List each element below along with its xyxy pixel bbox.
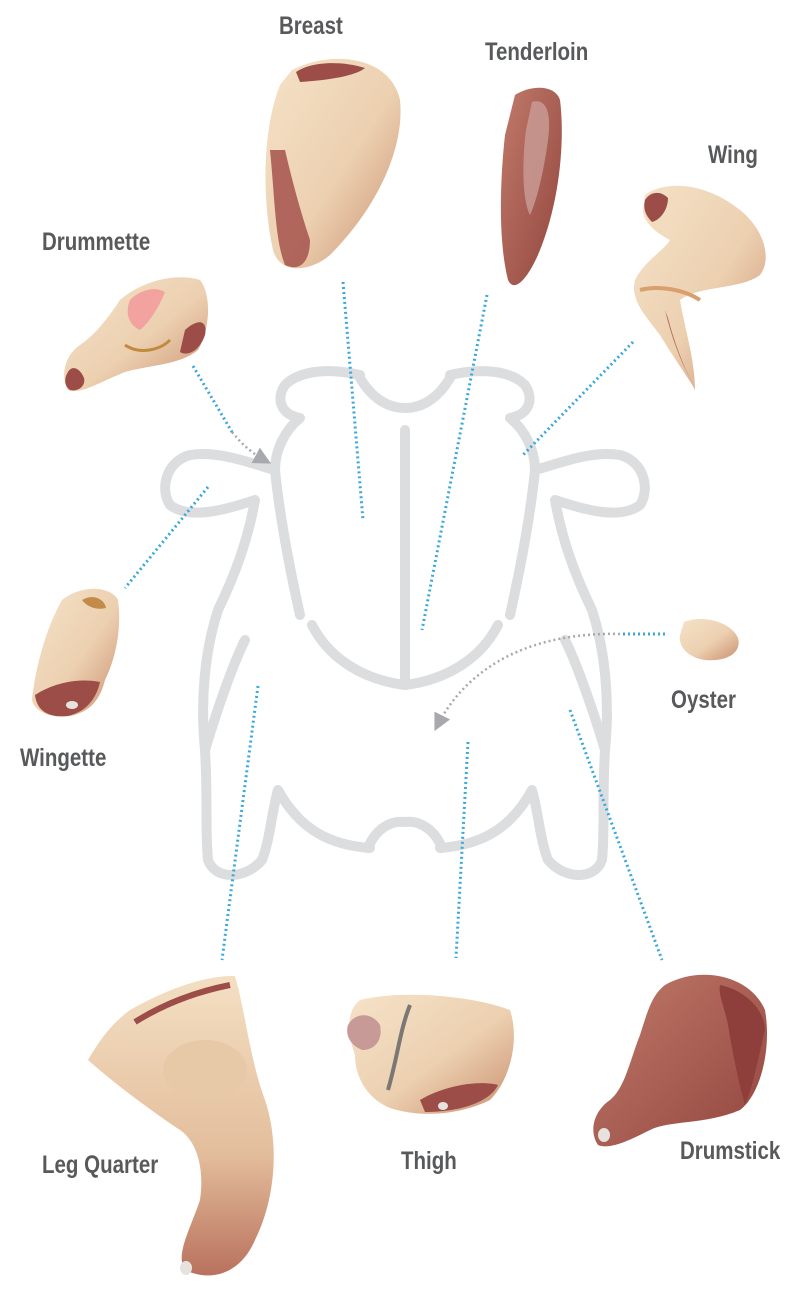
- drumstick-leader: [570, 710, 662, 960]
- drummette-leader: [193, 366, 232, 432]
- leg-quarter-illustration: [88, 976, 274, 1275]
- thigh-label: Thigh: [401, 1146, 457, 1176]
- tenderloin-leader: [422, 295, 487, 630]
- wing-leader: [523, 342, 633, 455]
- tenderloin-illustration: [501, 88, 562, 285]
- leg-quarter-leader: [222, 686, 258, 960]
- drumstick-illustration: [593, 975, 767, 1147]
- breast-leader: [343, 282, 363, 520]
- oyster-illustration: [680, 619, 739, 660]
- drummette-illustration: [64, 277, 208, 391]
- drumstick-label: Drumstick: [680, 1136, 780, 1166]
- breast-label: Breast: [279, 11, 343, 41]
- chicken-body-outline: [165, 371, 645, 875]
- drummette-label: Drummette: [42, 227, 150, 257]
- wingette-illustration: [32, 589, 119, 717]
- breast-illustration: [265, 59, 400, 268]
- leg-quarter-label: Leg Quarter: [42, 1150, 158, 1180]
- tenderloin-label: Tenderloin: [485, 37, 588, 67]
- oyster-label: Oyster: [671, 685, 736, 715]
- wing-label: Wing: [708, 140, 758, 170]
- thigh-illustration: [347, 995, 514, 1114]
- wing-illustration: [634, 186, 766, 390]
- wingette-label: Wingette: [20, 743, 106, 773]
